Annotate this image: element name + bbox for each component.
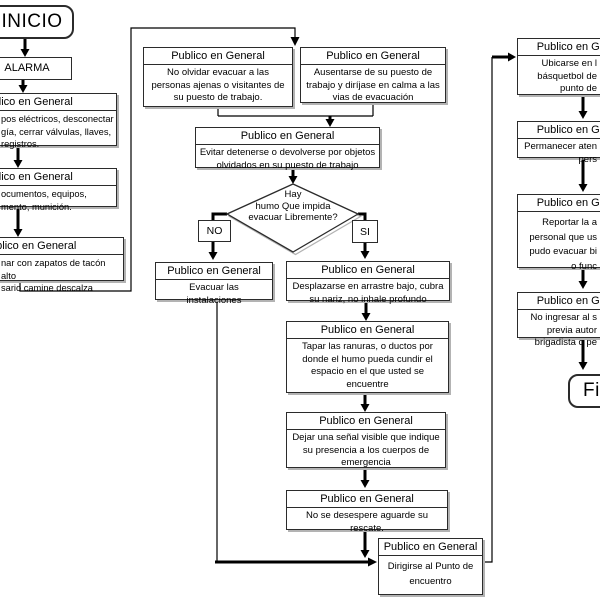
node-evitar-detenerse: Publico en General Evitar detenerse o de…	[195, 127, 380, 171]
connector-dirigirse-right1	[483, 52, 516, 563]
arrow-right1-right2	[578, 95, 588, 119]
node-reportar-ausencia: Publico en General Reportar la a persona…	[517, 194, 600, 272]
node-zapatos-tacon: Publico en General nar con zapatos de ta…	[0, 237, 124, 293]
node-title: Publico en General	[287, 413, 445, 430]
alarma-label: ALARMA	[4, 62, 50, 74]
node-title: Publico en General	[301, 48, 445, 65]
connector-top-junction	[217, 103, 374, 127]
connector-left3-to-top	[19, 27, 300, 292]
arrow-evitar-decision	[288, 168, 298, 184]
node-alarma: ALARMA	[0, 57, 72, 80]
node-evacuar-instalaciones: Publico en General Evacuar las instalaci…	[155, 262, 273, 306]
arrow-desplazarse-tapar	[361, 301, 371, 321]
decision-no-box: NO	[198, 220, 231, 242]
node-body: Reportar la a personal que us pudo evacu…	[529, 217, 597, 272]
node-title: Publico en General	[518, 122, 600, 139]
node-title: Publico en General	[287, 491, 447, 508]
node-body: ocumentos, equipos, mento, munición.	[1, 189, 87, 212]
node-no-olvidar: Publico en General No olvidar evacuar a …	[143, 47, 293, 107]
arrow-no-evacuar	[208, 242, 218, 260]
node-ausentarse: Publico en General Ausentarse de su pues…	[300, 47, 446, 103]
node-fin: Fin	[568, 374, 600, 408]
node-body: Dejar una señal visible que indique su p…	[292, 432, 440, 468]
node-permanecer-atento: Publico en General Permanecer aten pers	[517, 121, 600, 165]
node-dirigirse-punto: Publico en General Dirigirse al Punto de…	[378, 538, 483, 595]
node-desplazarse: Publico en General Desplazarse en arrast…	[286, 261, 450, 305]
node-title: Publico en General	[379, 539, 482, 556]
node-title: Publico en General	[518, 195, 600, 212]
arrow-right2-right3	[578, 158, 588, 192]
node-inicio: INICIO	[0, 5, 74, 39]
node-body: No olvidar evacuar a las personas ajenas…	[151, 67, 285, 103]
node-body: Desplazarse en arrastre bajo, cubra su n…	[292, 281, 444, 305]
node-title: Publico en General	[287, 322, 448, 339]
si-label: SI	[360, 225, 370, 238]
node-body: Permanecer aten pers	[524, 141, 597, 165]
node-title: Publico en General	[0, 169, 116, 186]
node-body: Ausentarse de su puesto de trabajo y dir…	[306, 67, 440, 103]
arrow-si-desplazarse	[360, 243, 370, 259]
node-body: No se desespere aguarde su rescate.	[306, 510, 428, 534]
node-body: Tapar las ranuras, o ductos por donde el…	[302, 341, 433, 390]
node-resguardar-documentos: Publico en General ocumentos, equipos, m…	[0, 168, 117, 212]
no-label: NO	[206, 225, 223, 237]
fin-label: Fin	[583, 380, 600, 401]
elbow-decision-no	[211, 212, 227, 220]
arrow-left2-left3	[13, 207, 23, 237]
node-no-ingresar: Publico en General No ingresar al s prev…	[517, 292, 600, 348]
node-title: Publico en General	[287, 262, 449, 279]
arrow-inicio-alarma	[20, 39, 30, 57]
node-title: Publico en General	[0, 238, 123, 255]
node-apagar-equipos: Publico en General pos eléctricos, desco…	[0, 93, 117, 149]
decision-si-box: SI	[352, 220, 378, 243]
arrow-tapar-dejar	[360, 393, 370, 412]
arrow-dejar-nodesespere	[360, 468, 370, 488]
node-ubicarse-cancha: Publico en General Ubicarse en l básquet…	[517, 38, 600, 95]
node-title: Publico en General	[144, 48, 292, 65]
elbow-decision-si	[358, 212, 367, 220]
decision-question: Hay humo Que impida evacuar Libremente?	[248, 189, 338, 223]
node-dejar-senal: Publico en General Dejar una señal visib…	[286, 412, 446, 468]
node-body: nar con zapatos de tacón alto sario cami…	[1, 258, 106, 293]
node-title: Publico en General	[518, 293, 600, 310]
node-title: Publico en General	[156, 263, 272, 280]
node-body: Dirigirse al Punto de encuentro	[387, 561, 474, 587]
node-body: pos eléctricos, desconectar gía, cerrar …	[1, 114, 114, 149]
decision-diamond	[225, 183, 362, 256]
connector-evacuar-dirigirse	[215, 300, 377, 567]
node-title: Publico en General	[0, 94, 116, 111]
node-no-desespere: Publico en General No se desespere aguar…	[286, 490, 448, 534]
node-title: Publico en General	[196, 128, 379, 145]
arrow-left1-left2	[13, 146, 23, 168]
node-body: Ubicarse en l básquetbol de punto de	[537, 58, 597, 94]
arrow-right4-fin	[578, 338, 588, 370]
node-body: Evacuar las instalaciones	[186, 282, 242, 306]
node-body: Evitar detenerse o devolverse por objeto…	[199, 147, 376, 171]
node-title: Publico en General	[518, 39, 600, 56]
inicio-label: INICIO	[1, 11, 63, 32]
arrow-alarma-left1	[18, 80, 28, 93]
arrow-right3-right4	[578, 268, 588, 289]
node-tapar-ranuras: Publico en General Tapar las ranuras, o …	[286, 321, 449, 393]
node-body: No ingresar al s previa autor brigadista…	[530, 312, 597, 348]
arrow-nodesespere-down	[360, 530, 370, 558]
